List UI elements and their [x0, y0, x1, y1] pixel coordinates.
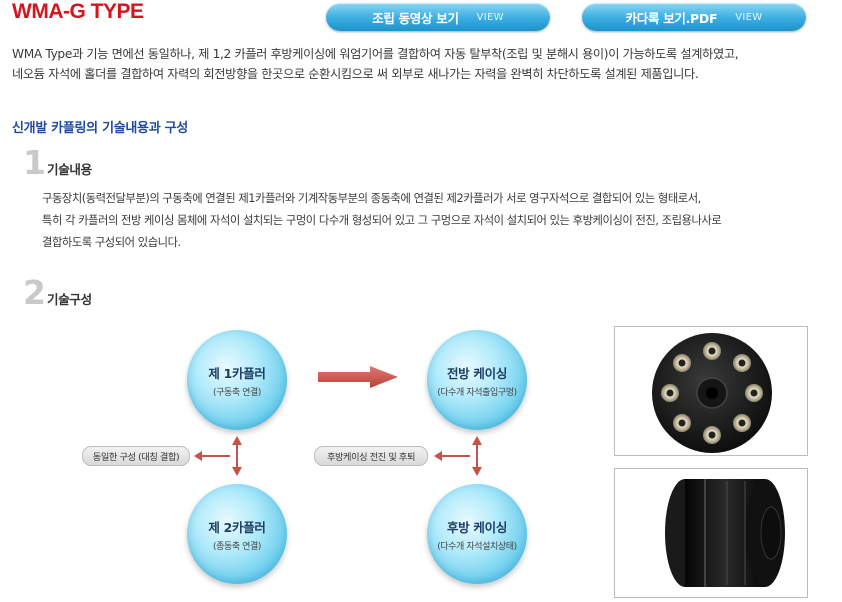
product-description: WMA Type과 기능 면에선 동일하나, 제 1,2 카플러 후방케이싱에 … — [12, 44, 837, 84]
assembly-video-button[interactable]: 조립 동영상 보기 VIEW — [326, 3, 550, 31]
rear-casing-circle: 후방 케이싱 (다수개 자석설치상태) — [427, 484, 527, 584]
assembly-video-view-badge: VIEW — [476, 11, 504, 23]
description-line: 네오듐 자석에 홀더를 결합하여 자력의 회전방향을 한곳으로 순환시킴으로 써… — [12, 67, 699, 81]
first-coupler-circle: 제 1카플러 (구동축 연결) — [187, 330, 287, 430]
description-line: WMA Type과 기능 면에선 동일하나, 제 1,2 카플러 후방케이싱에 … — [12, 47, 739, 61]
step-number-2: 2 — [23, 273, 46, 312]
tech-content-line: 특히 각 카플러의 전방 케이싱 몸체에 자석이 설치되는 구멍이 다수개 형성… — [42, 214, 722, 227]
circle-title: 후방 케이싱 — [446, 519, 508, 535]
rear-casing-move-pill-label: 후방케이싱 전진 및 후퇴 — [314, 446, 428, 466]
circle-title: 제 1카플러 — [208, 365, 266, 381]
arrow-right-icon — [318, 366, 398, 388]
front-casing-circle: 전방 케이싱 (다수개 자석출입구멍) — [427, 330, 527, 430]
catalog-pdf-view-badge: VIEW — [735, 11, 763, 23]
coupler-front-photo — [614, 326, 808, 456]
section-title: 신개발 카플링의 기술내용과 구성 — [12, 121, 188, 136]
double-arrow-vertical-left-icon — [232, 436, 242, 476]
circle-subtitle: (다수개 자석출입구멍) — [437, 387, 517, 398]
second-coupler-circle: 제 2카플러 (종동축 연결) — [187, 484, 287, 584]
double-arrow-vertical-right-icon — [472, 436, 482, 476]
symmetric-pill-label: 동일한 구성 (대칭 결합) — [82, 446, 190, 466]
circle-subtitle: (다수개 자석설치상태) — [437, 541, 517, 552]
step-number-1: 1 — [23, 143, 46, 182]
coupler-side-photo — [614, 468, 808, 598]
magnet-holes — [661, 342, 763, 444]
circle-subtitle: (구동축 연결) — [212, 387, 262, 398]
page-title: WMA-G TYPE — [12, 0, 144, 23]
circle-title: 전방 케이싱 — [446, 365, 508, 381]
arrow-left-small-icon — [194, 451, 230, 461]
tech-content-line: 구동장치(동력전달부분)의 구동축에 연결된 제1카플러와 기계작동부분의 종동… — [42, 192, 701, 205]
catalog-pdf-button[interactable]: 카다록 보기.PDF VIEW — [582, 3, 806, 31]
assembly-video-label: 조립 동영상 보기 — [372, 10, 459, 26]
tech-content-text: 구동장치(동력전달부분)의 구동축에 연결된 제1카플러와 기계작동부분의 종동… — [42, 188, 832, 254]
tech-structure-heading: 기술구성 — [47, 292, 92, 307]
circle-subtitle: (종동축 연결) — [212, 541, 262, 552]
arrow-left-small-icon — [434, 451, 470, 461]
circle-title: 제 2카플러 — [208, 519, 266, 535]
tech-content-line: 결합하도록 구성되어 있습니다. — [42, 236, 181, 249]
catalog-pdf-label: 카다록 보기.PDF — [625, 10, 718, 26]
tech-content-heading: 기술내용 — [47, 162, 92, 177]
